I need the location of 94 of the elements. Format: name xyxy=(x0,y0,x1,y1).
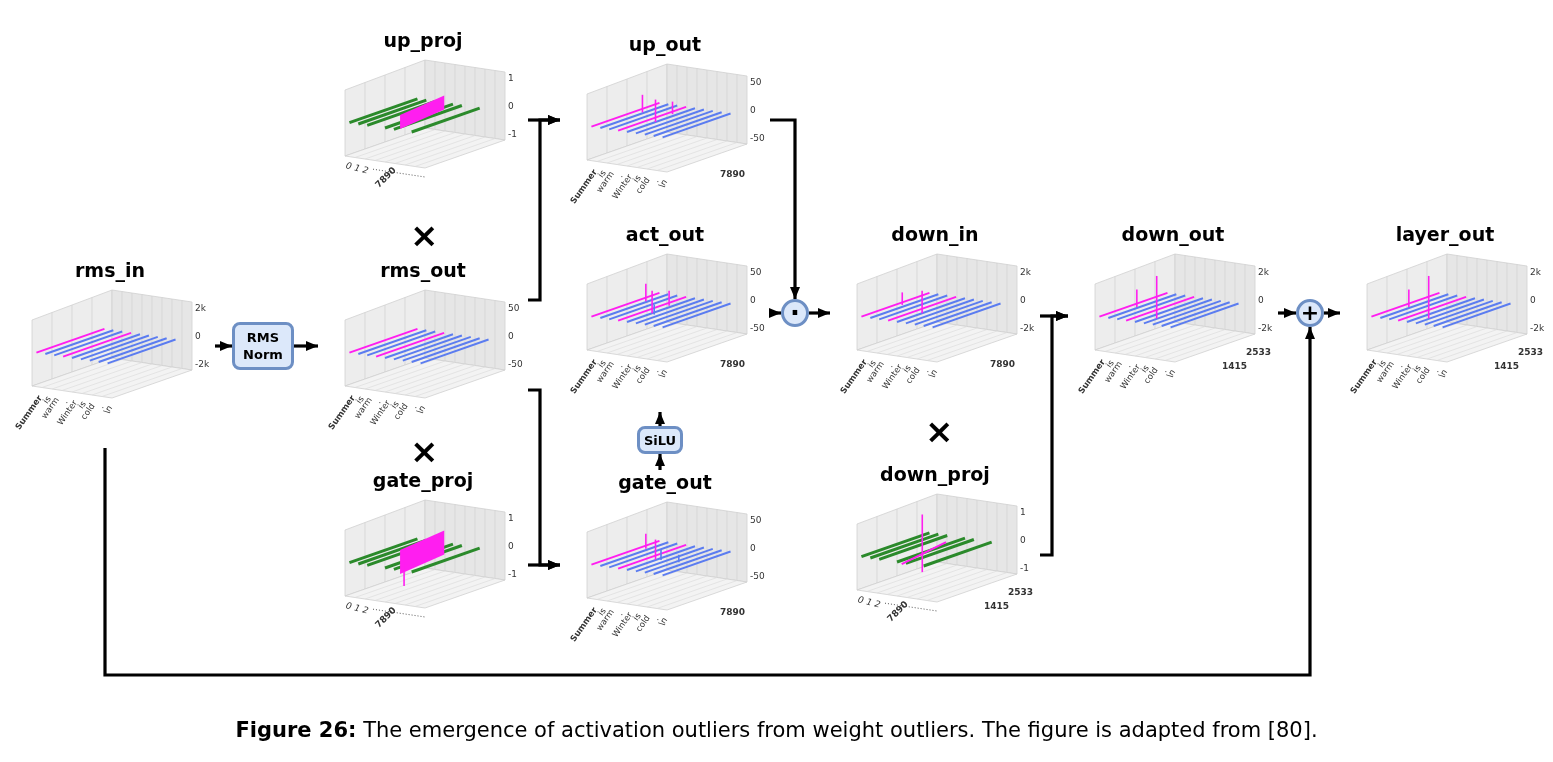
axis-tick-label: -50 xyxy=(750,133,765,144)
arrow xyxy=(1278,308,1296,318)
token-label: . xyxy=(1159,366,1169,375)
arrow xyxy=(655,454,665,470)
axis-tick-label: -50 xyxy=(750,571,765,582)
process-box: SiLU xyxy=(637,426,683,454)
token-label: . xyxy=(96,402,106,411)
axis-tick-label: 0 xyxy=(750,105,756,116)
axis-tick-label: 0 1 2 xyxy=(344,600,370,617)
axis-tick-label: -2k xyxy=(195,359,210,370)
token-label: . xyxy=(60,396,71,405)
operator-circle: · xyxy=(781,299,809,327)
plot-title: rms_out xyxy=(379,258,467,282)
arrow xyxy=(1040,311,1068,557)
axis-tick-label: 1415 xyxy=(1222,361,1248,372)
axis-tick-label: -2k xyxy=(1530,323,1545,334)
axis-tick-label: 2533 xyxy=(1246,347,1272,358)
arrow xyxy=(809,308,830,318)
token-label: . xyxy=(373,396,384,405)
axis-tick-label: -2k xyxy=(1258,323,1273,334)
axis-tick-label: 2k xyxy=(1020,267,1031,278)
plot-title: up_out xyxy=(627,32,703,56)
axis-tick-label: 7890 xyxy=(990,359,1016,370)
axis-tick-label: 2533 xyxy=(1518,347,1544,358)
token-label: . xyxy=(615,360,626,369)
arrow xyxy=(294,341,318,351)
plot-title: gate_proj xyxy=(371,468,475,492)
operator-circle: + xyxy=(1296,299,1324,327)
arrow xyxy=(215,341,232,351)
axis-tick-label: 0 1 2 xyxy=(344,160,370,177)
axis-tick-label: 50 xyxy=(750,267,762,278)
axis-tick-label: 2k xyxy=(195,303,206,314)
arrow xyxy=(1324,308,1340,318)
arrow xyxy=(770,118,800,299)
axis-tick-label: 0 xyxy=(1530,295,1536,306)
axis-tick-label: -2k xyxy=(1020,323,1035,334)
axis-tick-label: 1415 xyxy=(1494,361,1520,372)
arrow xyxy=(103,327,1315,677)
token-label: . xyxy=(409,402,419,411)
arrow xyxy=(769,308,781,318)
plot-title: act_out xyxy=(624,222,706,246)
arrow xyxy=(655,412,665,426)
token-label: . xyxy=(1395,360,1406,369)
plot-title: down_proj xyxy=(879,462,991,486)
multiply-sign: × xyxy=(410,218,439,252)
axis-tick-label: 50 xyxy=(750,515,762,526)
axis-tick-label: -50 xyxy=(750,323,765,334)
token-label: . xyxy=(615,170,626,179)
axis-tick-label: 0 xyxy=(195,331,201,342)
axis-tick-label: 0 xyxy=(1258,295,1264,306)
axis-tick-label: -50 xyxy=(508,359,523,370)
plot-title: layer_out xyxy=(1394,222,1496,246)
token-label: . xyxy=(921,366,931,375)
arrow xyxy=(528,115,560,125)
figure-caption: Figure 26: The emergence of activation outliers from weight outliers. The figure is adapted from [80]. xyxy=(234,718,1319,742)
plot-title: down_in xyxy=(890,222,980,246)
axis-tick-label: -1 xyxy=(508,569,517,580)
axis-tick-label: -1 xyxy=(1020,563,1029,574)
axis-tick-label: -1 xyxy=(508,129,517,140)
axis-tick-label: 0 xyxy=(1020,295,1026,306)
token-label: . xyxy=(1431,366,1441,375)
axis-tick-label: 50 xyxy=(750,77,762,88)
token-label: . xyxy=(651,614,661,623)
axis-tick-label: 0 xyxy=(508,541,514,552)
axis-tick-label: 2k xyxy=(1530,267,1541,278)
token-label: . xyxy=(651,366,661,375)
token-label: . xyxy=(651,176,661,185)
axis-tick-label: 0 1 2 xyxy=(856,594,882,611)
axis-tick-label: 2k xyxy=(1258,267,1269,278)
axis-tick-label: 1 xyxy=(508,73,514,84)
axis-tick-label: 1415 xyxy=(984,601,1010,612)
axis-tick-label: 0 xyxy=(750,295,756,306)
axis-tick-label: 0 xyxy=(1020,535,1026,546)
process-box: RMS Norm xyxy=(232,322,294,370)
multiply-sign: × xyxy=(925,414,954,448)
axis-tick-label: 0 xyxy=(750,543,756,554)
multiply-sign: × xyxy=(410,434,439,468)
axis-tick-label: 2533 xyxy=(1008,587,1034,598)
plot-title: rms_in xyxy=(74,258,146,282)
token-label: . xyxy=(1123,360,1134,369)
axis-tick-label: 7890 xyxy=(720,359,746,370)
arrow xyxy=(528,560,560,570)
plot-title: up_proj xyxy=(382,28,464,52)
axis-tick-label: 0 xyxy=(508,331,514,342)
token-label: . xyxy=(885,360,896,369)
axis-tick-label: 1 xyxy=(508,513,514,524)
token-label: . xyxy=(615,608,626,617)
axis-tick-label: 0 xyxy=(508,101,514,112)
plot-title: gate_out xyxy=(617,470,713,494)
axis-tick-label: 7890 xyxy=(720,607,746,618)
axis-tick-label: 7890 xyxy=(720,169,746,180)
axis-tick-label: 50 xyxy=(508,303,520,314)
plot-title: down_out xyxy=(1120,222,1226,246)
axis-tick-label: 1 xyxy=(1020,507,1026,518)
